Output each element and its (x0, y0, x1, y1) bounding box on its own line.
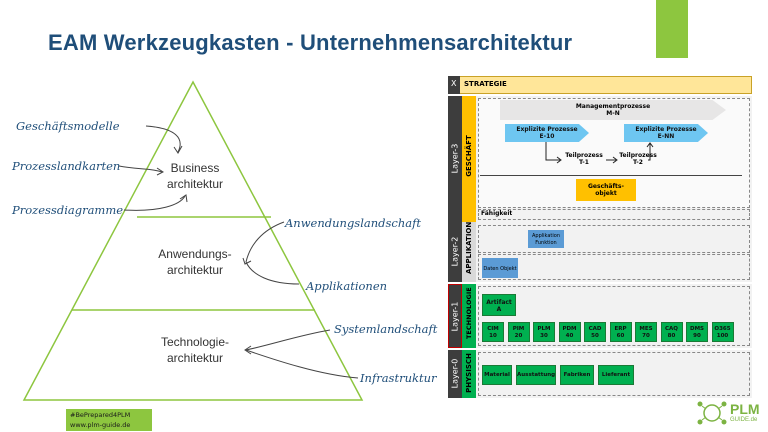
website-link[interactable]: www.plm-guide.de (70, 421, 131, 429)
layer2-tag: Layer-2 (448, 222, 462, 282)
logo-subtext: GUIDE.de (730, 417, 758, 423)
layer1-tag-text: Layer-1 (450, 301, 460, 332)
physical-item-box: Fabriken (560, 365, 594, 385)
tech-app-box: PIM 20 (507, 322, 530, 342)
layer2-tag-text: Layer-2 (450, 236, 460, 267)
decorative-tab (656, 0, 688, 58)
teilprozess-1: Teilprozess T-1 (565, 152, 603, 166)
page-title: EAM Werkzeugkasten - Unternehmensarchite… (48, 30, 573, 55)
separator-line (480, 175, 742, 176)
physical-item-box: Material (482, 365, 512, 385)
footer-box: #BePrepared4PLM www.plm-guide.de (66, 409, 152, 431)
layer3-label: GESCHÄFT (465, 135, 473, 177)
layer0-tag-text: Layer-0 (450, 358, 460, 389)
pyramid-diagram (22, 80, 364, 401)
plm-guide-logo-icon (697, 401, 727, 425)
layer3-tag: Layer-3 (448, 96, 462, 222)
physisch-frame (478, 352, 750, 396)
geschaeftsobjekt: Geschäfts- objekt (576, 179, 636, 201)
strategy-tag: X (448, 76, 460, 94)
teilprozess-arrows (545, 142, 654, 164)
tech-app-box: CAQ 80 (660, 322, 683, 342)
applikation-frame-top (478, 225, 750, 253)
teilprozess-2: Teilprozess T-2 (619, 152, 657, 166)
tech-app-box: PLM 30 (533, 322, 555, 342)
strategy-label: STRATEGIE (464, 80, 507, 88)
tier-anwendung: Anwendungs- architektur (158, 247, 232, 277)
layer0-tag: Layer-0 (448, 350, 462, 398)
strategy-tag-text: X (451, 79, 457, 88)
arrow-prozesslandkarten (118, 165, 163, 173)
layer0-label-bar: PHYSISCH (462, 350, 476, 398)
layer3-tag-text: Layer-3 (450, 143, 460, 174)
label-prozesslandkarten: Prozesslandkarten (12, 159, 121, 173)
explicit-process-1: Explizite Prozesse E-10 (505, 124, 589, 142)
faehigkeit-frame (478, 209, 750, 220)
logo-text: PLM (730, 401, 760, 417)
layer0-label: PHYSISCH (465, 353, 473, 393)
tier-technologie: Technologie- architektur (160, 335, 230, 365)
layer2-label: APPLIKATION (465, 221, 473, 274)
applikation-frame-bottom (478, 254, 750, 280)
label-systemlandschaft: Systemlandschaft (334, 322, 438, 336)
arrow-geschaeftsmodelle (145, 125, 181, 153)
layer1-label: TECHNOLOGIE (465, 287, 473, 339)
app-funktion: Applikation Funktion (528, 230, 564, 248)
arrow-infrastruktur (245, 349, 359, 379)
physical-item-box: Lieferant (598, 365, 634, 385)
label-applikationen: Applikationen (306, 279, 388, 293)
tech-app-box: MES 70 (635, 322, 657, 342)
label-prozessdiagramme: Prozessdiagramme (12, 203, 124, 217)
layer1-tag: Layer-1 (448, 284, 462, 348)
tier-business: Business architektur (166, 161, 224, 191)
layer1-label-bar: TECHNOLOGIE (462, 284, 476, 348)
label-infrastruktur: Infrastruktur (360, 371, 437, 385)
technologie-frame (478, 286, 750, 346)
layer2-label-bar: APPLIKATION (462, 222, 476, 282)
artifact: Artifact A (482, 294, 516, 316)
daten-objekt: Daten Objekt (482, 258, 518, 278)
faehigkeit-label: Fähigkeit (481, 210, 513, 217)
label-geschaeftsmodelle: Geschäftsmodelle (16, 119, 120, 133)
label-anwendungslandschaft: Anwendungslandschaft (285, 216, 421, 230)
arrow-applikationen (245, 261, 300, 285)
tech-app-box: DMS 90 (686, 322, 708, 342)
tech-app-box: CIM 10 (482, 322, 504, 342)
tech-app-box: CAD 50 (584, 322, 606, 342)
arrow-prozessdiagramme (123, 195, 186, 211)
layer3-label-bar: GESCHÄFT (462, 96, 476, 222)
mgmt-process: Managementprozesse M-N (500, 100, 726, 120)
tech-app-box: O365 100 (711, 322, 734, 342)
explicit-process-2: Explizite Prozesse E-NN (624, 124, 708, 142)
hashtag: #BePrepared4PLM (70, 411, 131, 419)
physical-item-box: Ausstattung (516, 365, 556, 385)
arrow-anwendungslandschaft (245, 221, 285, 263)
tech-app-box: ERP 60 (609, 322, 632, 342)
arrow-systemlandschaft (245, 329, 331, 351)
tech-app-box: PDM 40 (558, 322, 581, 342)
pyramid-outline (22, 80, 364, 401)
